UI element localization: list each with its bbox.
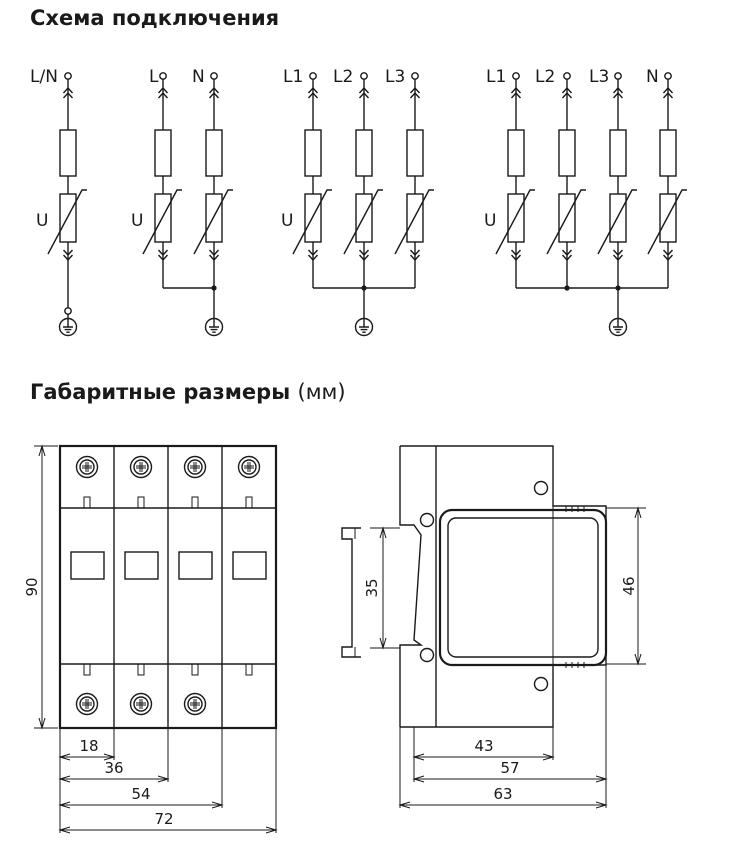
varistor-label: U xyxy=(484,211,496,231)
dimension-depth-3: 63 xyxy=(493,785,512,803)
front-cover xyxy=(438,508,608,667)
device-body xyxy=(400,445,607,728)
screw-icon xyxy=(237,455,261,479)
dimension-depth-2: 57 xyxy=(500,759,519,777)
indicator-window xyxy=(70,551,105,580)
mounting-hole xyxy=(419,512,435,528)
terminal-label-ln: L/N xyxy=(30,67,58,87)
scheme-four-pole: L1 L2 L3 N xyxy=(484,67,687,337)
screw-icon xyxy=(129,692,153,716)
dimension-width-3: 54 xyxy=(131,785,150,803)
dimensions-title-text: Габаритные размеры xyxy=(30,380,291,404)
dimension-rail: 35 xyxy=(363,578,381,597)
indicator-window xyxy=(124,551,159,580)
terminal-label-l2: L2 xyxy=(535,67,555,87)
dimension-width-1: 18 xyxy=(79,737,98,755)
scheme-single-pole: L/N U xyxy=(30,67,87,337)
scheme-three-pole: L1 L2 L3 U xyxy=(281,67,434,337)
screw-icon xyxy=(75,692,99,716)
side-view: 35 46 43 57 63 xyxy=(341,445,646,809)
screw-icon xyxy=(183,455,207,479)
screw-icon xyxy=(75,455,99,479)
terminal-label-l1: L1 xyxy=(486,67,506,87)
dimension-depth-1: 43 xyxy=(474,737,493,755)
terminal-label-n: N xyxy=(192,67,205,87)
ground-icon xyxy=(608,317,628,337)
dimensions-title: Габаритные размеры (мм) xyxy=(30,380,346,404)
varistor-label: U xyxy=(281,211,293,231)
ground-icon xyxy=(204,317,224,337)
dimension-width-2: 36 xyxy=(104,759,123,777)
varistor-label: U xyxy=(131,211,143,231)
mounting-hole xyxy=(533,676,549,692)
dimension-height: 90 xyxy=(23,577,41,596)
mounting-hole xyxy=(419,647,435,663)
fuse-element xyxy=(59,129,77,177)
dimension-front-height: 46 xyxy=(620,576,638,595)
ground-icon xyxy=(354,317,374,337)
varistor-label: U xyxy=(36,211,48,231)
screw-icon xyxy=(183,692,207,716)
wiring-diagram-title: Схема подключения xyxy=(30,6,280,30)
scheme-two-pole: L N U xyxy=(131,67,233,337)
din-rail xyxy=(341,527,361,658)
indicator-window xyxy=(178,551,213,580)
dimension-width-4: 72 xyxy=(154,810,173,828)
terminal-label-l: L xyxy=(149,67,159,87)
wiring-schemes: L/N U L N xyxy=(30,67,687,337)
screw-icon xyxy=(129,455,153,479)
terminal-label-l3: L3 xyxy=(385,67,405,87)
terminal-label-l3: L3 xyxy=(589,67,609,87)
terminal-circle xyxy=(64,72,72,80)
terminal-label-l1: L1 xyxy=(283,67,303,87)
varistor-element xyxy=(59,193,77,243)
terminal-label-l2: L2 xyxy=(333,67,353,87)
mounting-hole xyxy=(533,480,549,496)
ground-icon xyxy=(58,317,78,337)
front-view: 90 18 36 54 72 xyxy=(23,444,278,834)
terminal-label-n: N xyxy=(646,67,659,87)
indicator-window xyxy=(232,551,267,580)
dimensions-unit: (мм) xyxy=(297,380,346,404)
